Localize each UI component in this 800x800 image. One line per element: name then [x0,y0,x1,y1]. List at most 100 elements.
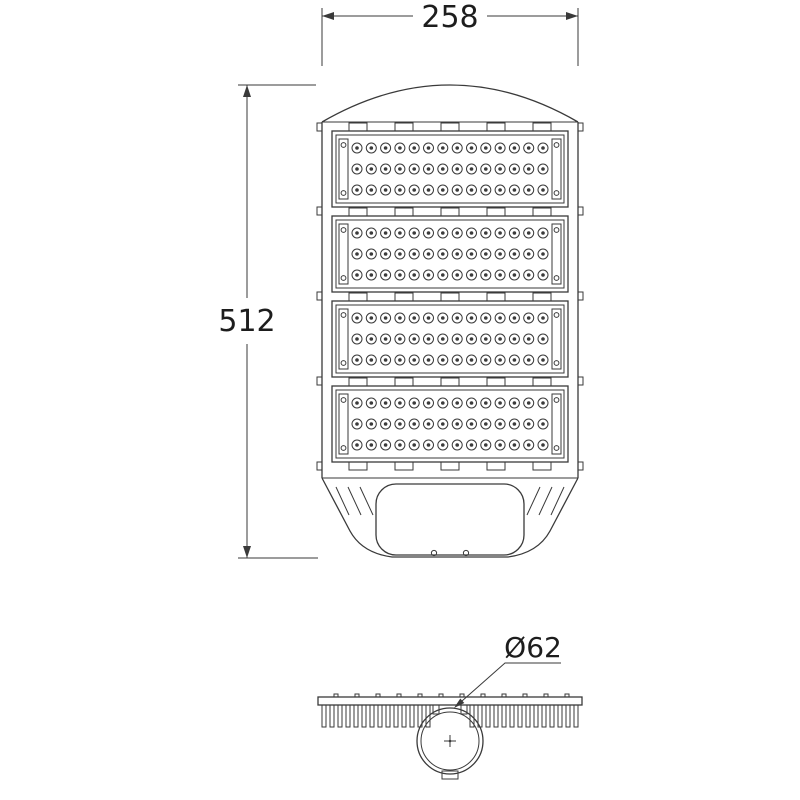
led-chip [541,337,545,341]
led-chip [369,167,374,171]
led [351,248,363,260]
module-tab [486,377,506,387]
side-clip-right [577,122,584,132]
fixture-outline [321,84,579,558]
led-chip [398,252,402,256]
led-chip [441,337,445,341]
plate-bump [480,693,486,698]
module-screw [340,190,347,196]
led-chip [469,273,474,277]
fin [353,704,359,728]
led [508,333,520,345]
plate-bump [438,693,444,698]
led-chip [498,422,502,426]
led [423,397,434,409]
led [508,184,520,196]
mount-bottom-tab [441,770,459,780]
led [423,439,434,451]
led [451,163,463,175]
led [508,269,520,281]
module-tab [532,461,552,471]
led-chip [383,443,388,447]
led [451,227,463,239]
led [537,248,549,260]
led-chip [426,316,431,320]
led-chip [355,316,359,320]
led [466,142,477,154]
led-chip [369,146,374,150]
led-chip [526,401,531,405]
led [365,184,377,196]
module-screw [553,445,560,451]
led [494,397,506,409]
led-chip [455,316,460,320]
led-chip [455,401,460,405]
module-screw [553,190,560,196]
led-chip [512,337,517,341]
fin [361,704,367,728]
led-chip [398,337,402,341]
side-view: Ø62 [317,631,583,780]
module-tab [486,461,506,471]
led [394,142,406,154]
led [437,248,449,260]
led-chip [398,422,402,426]
fin [493,704,499,728]
led-chip [498,316,502,320]
led-chip [512,358,517,362]
led-chip [484,316,488,320]
heatsink-fins [321,693,579,728]
led [537,163,549,175]
led [437,269,449,281]
led-chip [412,188,417,192]
led-chip [526,167,531,171]
led-chip [369,316,374,320]
led [494,354,506,366]
led-chip [369,188,374,192]
led [480,418,492,430]
mount-plate [317,696,583,706]
led-chip [484,231,488,235]
led [437,354,449,366]
led-chip [426,358,431,362]
led [351,354,363,366]
side-clip-right [577,376,584,386]
led-chip [441,252,445,256]
led [451,248,463,260]
led [523,269,535,281]
fin [393,704,399,728]
module-end-plate-left [338,138,349,200]
led-chip [498,188,502,192]
led-chip [498,443,502,447]
led [523,333,535,345]
fin [501,704,507,728]
fin [549,704,555,728]
module-tab [532,207,552,217]
led-chip [526,316,531,320]
led-chip [398,188,402,192]
height-extension-lines [238,84,318,559]
led-chip [469,358,474,362]
led-chip [512,146,517,150]
width-arrow-right [566,12,578,20]
module-tab [394,377,414,387]
led [423,142,434,154]
led-chip [469,401,474,405]
module-tab [486,122,506,132]
led-module-1 [331,122,569,208]
led-chip [541,443,545,447]
led-chip [441,358,445,362]
led-chip [526,358,531,362]
led [380,418,392,430]
mount-outer-circle [416,707,484,775]
led [394,163,406,175]
led [508,418,520,430]
led-chip [441,422,445,426]
led [466,312,477,324]
width-dimension-label: 258 [421,0,478,35]
module-frame [331,130,569,208]
led-chip [383,273,388,277]
fin [525,704,531,728]
led [466,248,477,260]
module-end-plate-right [551,138,562,200]
